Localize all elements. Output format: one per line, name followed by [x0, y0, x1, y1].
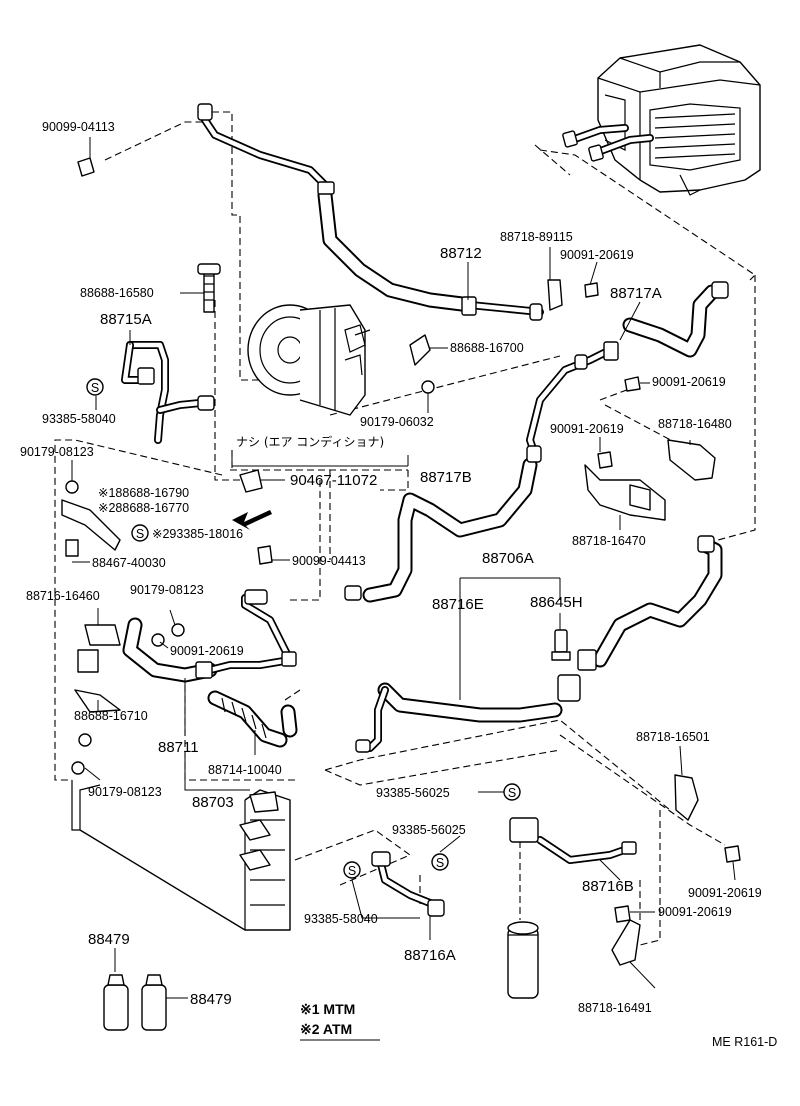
label-90091-20619-f: 90091-20619 [658, 905, 732, 919]
label-88718-16480: 88718-16480 [658, 417, 732, 431]
footnotes: ※1 MTM ※2 ATM ME R161-D [300, 1001, 777, 1049]
label-88718-16491: 88718-16491 [578, 1001, 652, 1015]
label-88706A: 88706A [482, 550, 534, 567]
hose-88715A [121, 341, 215, 444]
label-90091-20619-c: 90091-20619 [550, 422, 624, 436]
s-mark-2: S [136, 527, 144, 541]
label-88717A: 88717A [610, 285, 662, 302]
s-mark-4: S [436, 856, 444, 870]
condenser [71, 780, 291, 931]
hose-88711 [122, 589, 297, 683]
reference-code: ME R161-D [712, 1035, 777, 1049]
label-90179-06032: 90179-06032 [360, 415, 434, 429]
label-93385-58040-b: 93385-58040 [304, 912, 378, 926]
label-90091-20619-a: 90091-20619 [560, 248, 634, 262]
hose-88717B [344, 445, 542, 603]
refrigerant-cans [103, 974, 167, 1031]
note-nashi-air-conditioner: ナシ (エア コンディショナ) [236, 434, 384, 449]
label-90091-20619-b: 90091-20619 [652, 375, 726, 389]
receiver-drier [507, 921, 539, 999]
label-88688-16580: 88688-16580 [80, 286, 154, 300]
s-mark-3: S [508, 786, 516, 800]
s-mark-1: S [91, 381, 99, 395]
label-93385-56025-a: 93385-56025 [376, 786, 450, 800]
s-mark-5: S [348, 864, 356, 878]
label-88715A: 88715A [100, 311, 152, 328]
pipe-88716A [371, 851, 445, 917]
hose-88716E [355, 682, 563, 753]
label-90467-11072: 90467-11072 [290, 472, 377, 489]
label-90091-20619-e: 90091-20619 [688, 886, 762, 900]
note-mtm: ※1 MTM [300, 1001, 355, 1017]
label-93385-58040-a: 93385-58040 [42, 412, 116, 426]
hose-88706A-upper [557, 535, 723, 702]
leader-lines [71, 137, 736, 1041]
label-90099-04113-top: 90099-04113 [42, 120, 115, 134]
label-88711: 88711 [158, 739, 199, 756]
label-90099-04413-mid: 90099-04413 [292, 554, 366, 568]
cooling-unit-evaporator [562, 44, 761, 196]
label-88712: 88712 [440, 245, 482, 262]
label-93385-56025-b: 93385-56025 [392, 823, 466, 837]
label-88718-16470: 88718-16470 [572, 534, 646, 548]
label-88714-10040: 88714-10040 [208, 763, 282, 777]
hose-88712 [197, 103, 544, 321]
label-88716E: 88716E [432, 596, 484, 613]
label-88716-16460: 88716-16460 [26, 589, 100, 603]
label-88716A: 88716A [404, 947, 456, 964]
label-88716B: 88716B [582, 878, 634, 895]
label-88717B: 88717B [420, 469, 472, 486]
part-number-labels: 90099-04113 88712 88718-89115 90091-2061… [20, 120, 762, 1015]
label-88479-a: 88479 [88, 931, 130, 948]
label-88688-16790: ※188688-16790 [98, 486, 189, 500]
label-88645H: 88645H [530, 594, 583, 611]
label-88688-16770: ※288688-16770 [98, 501, 189, 515]
hose-88714-10040 [207, 690, 298, 748]
hose-88717A [526, 281, 729, 459]
label-88703: 88703 [192, 794, 234, 811]
label-88467-40030: 88467-40030 [92, 556, 166, 570]
note-atm: ※2 ATM [300, 1021, 352, 1037]
label-90179-08123-b: 90179-08123 [130, 583, 204, 597]
label-88688-16700: 88688-16700 [450, 341, 524, 355]
label-88718-16501: 88718-16501 [636, 730, 710, 744]
o-ring-markers: S S S S S [86, 378, 521, 879]
label-88479-b: 88479 [190, 991, 232, 1008]
pipe-88716B [509, 817, 637, 864]
ac-compressor [247, 304, 371, 416]
label-90179-08123-a: 90179-08123 [20, 445, 94, 459]
label-93385-18016: ※293385-18016 [152, 527, 243, 541]
label-88718-89115: 88718-89115 [500, 230, 573, 244]
label-90091-20619-d: 90091-20619 [170, 644, 244, 658]
label-90179-08123-c: 90179-08123 [88, 785, 162, 799]
label-88688-16710: 88688-16710 [74, 709, 148, 723]
